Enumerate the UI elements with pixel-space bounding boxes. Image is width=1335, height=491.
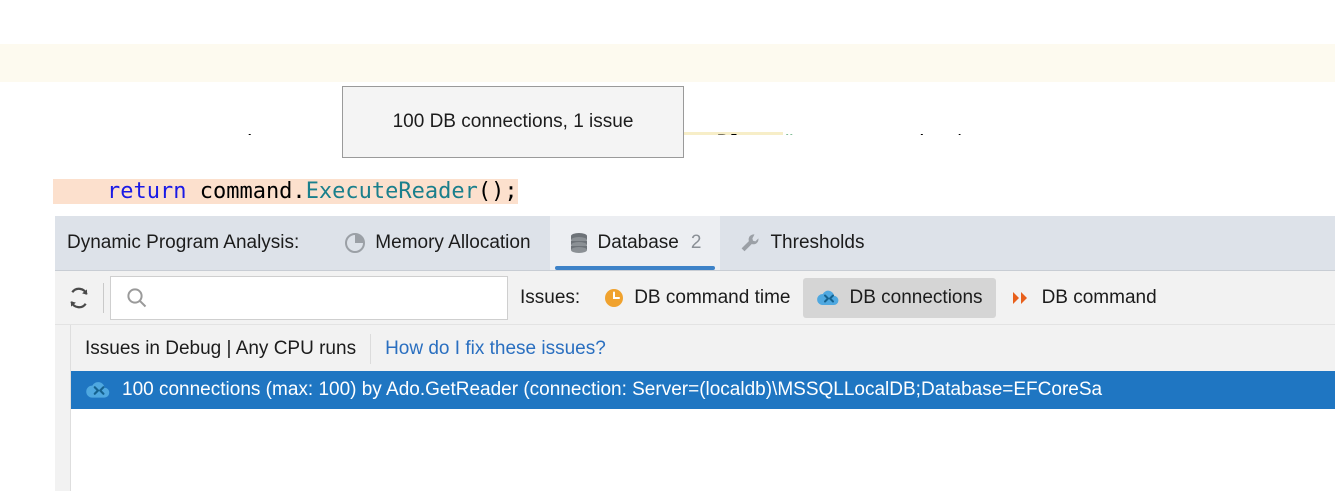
code-line-1[interactable]: connection.Open();: [0, 44, 1335, 113]
database-icon: [569, 232, 589, 254]
refresh-icon[interactable]: [55, 271, 103, 324]
chip-db-connections[interactable]: DB connections: [803, 277, 996, 318]
list-item[interactable]: 100 connections (max: 100) by Ado.GetRea…: [71, 371, 1335, 409]
chip-db-command-label: DB command: [1041, 286, 1157, 308]
results-list: 100 connections (max: 100) by Ado.GetRea…: [71, 371, 1335, 491]
subbar-content: Issues in Debug | Any CPU runs How do I …: [71, 325, 1335, 373]
code-token-plain: command.: [186, 179, 306, 204]
runs-filter-label[interactable]: Issues in Debug | Any CPU runs: [71, 334, 372, 364]
search-input[interactable]: [157, 276, 507, 319]
results-gutter: [55, 371, 71, 491]
list-item-label: 100 connections (max: 100) by Ado.GetRea…: [122, 379, 1103, 400]
tab-database-label: Database: [597, 232, 679, 253]
code-line-3-highlight: return command.ExecuteReader();: [52, 179, 518, 204]
panel-subbar: Issues in Debug | Any CPU runs How do I …: [55, 325, 1335, 373]
tab-memory-allocation[interactable]: Memory Allocation: [325, 216, 549, 270]
tab-thresholds[interactable]: Thresholds: [720, 216, 883, 270]
tab-database[interactable]: Database 2: [549, 216, 721, 270]
panel-title: Dynamic Program Analysis:: [67, 232, 300, 253]
search-box[interactable]: [110, 275, 508, 320]
panel-toolbar: Issues: DB command time DB connections: [55, 271, 1335, 325]
chip-db-command[interactable]: DB command: [996, 278, 1170, 318]
chip-db-command-time[interactable]: DB command time: [590, 278, 803, 318]
clock-icon: [603, 287, 625, 309]
db-connections-cloud-icon: [85, 378, 111, 402]
subbar-gutter: [55, 325, 71, 373]
chip-db-connections-label: DB connections: [849, 286, 983, 308]
wrench-icon: [739, 232, 761, 254]
tab-memory-allocation-label: Memory Allocation: [375, 232, 531, 253]
how-do-i-fix-link[interactable]: How do I fix these issues?: [385, 338, 606, 359]
code-token-plain: ();: [477, 179, 518, 204]
dynamic-program-analysis-panel: Dynamic Program Analysis: Memory Allocat…: [55, 216, 1335, 491]
code-tooltip-text: 100 DB connections, 1 issue: [392, 111, 634, 132]
tab-database-count: 2: [690, 232, 702, 253]
toolbar-separator: [103, 282, 104, 313]
db-connections-cloud-icon: [816, 287, 840, 309]
issues-label: Issues:: [520, 286, 581, 308]
search-icon: [125, 286, 149, 310]
panel-tabbar: Dynamic Program Analysis: Memory Allocat…: [55, 216, 1335, 271]
code-token-keyword: return: [106, 179, 187, 204]
code-token-method: ExecuteReader: [305, 179, 478, 204]
results-area: 100 connections (max: 100) by Ado.GetRea…: [55, 371, 1335, 491]
code-editor[interactable]: connection.Open(); var command = new ect…: [0, 0, 1335, 204]
pie-chart-icon: [344, 232, 366, 254]
code-tooltip: 100 DB connections, 1 issue: [342, 86, 684, 158]
tab-thresholds-label: Thresholds: [770, 232, 865, 253]
chip-db-command-time-label: DB command time: [634, 286, 791, 308]
double-chevron-icon: [1009, 287, 1033, 309]
